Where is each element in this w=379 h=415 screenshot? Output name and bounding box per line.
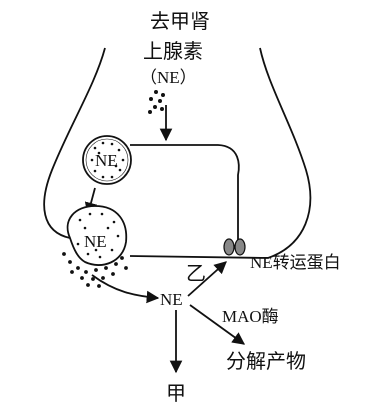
presynaptic-membrane [43,47,312,259]
pathway-label-jia: 甲 [166,381,186,405]
vesicle-top-label: NE [95,151,118,170]
breakdown-products-label: 分解产物 [226,349,306,373]
released-ne-label: NE [160,290,183,309]
degradation-arrow [189,304,246,345]
synthesized-ne-dots [148,90,165,114]
recycling-loop [130,144,240,240]
ne-title-line3: （NE） [140,68,197,87]
mao-enzyme-label: MAO酶 [222,307,279,326]
ne-title-line2: 上腺素 [143,39,203,63]
release-arrow [91,274,160,304]
vesicle-fusing: NE [66,205,128,266]
transporter-label: NE转运蛋白 [250,253,341,272]
vesicle-top: NE [82,135,132,185]
ne-transporter [223,238,246,256]
ne-title-line1: 去甲肾 [150,9,210,33]
vesicle-fusing-label: NE [84,232,107,251]
reuptake-arrow [187,261,227,297]
released-ne-dots [62,252,128,288]
reuptake-label-yi: 乙 [186,261,206,285]
